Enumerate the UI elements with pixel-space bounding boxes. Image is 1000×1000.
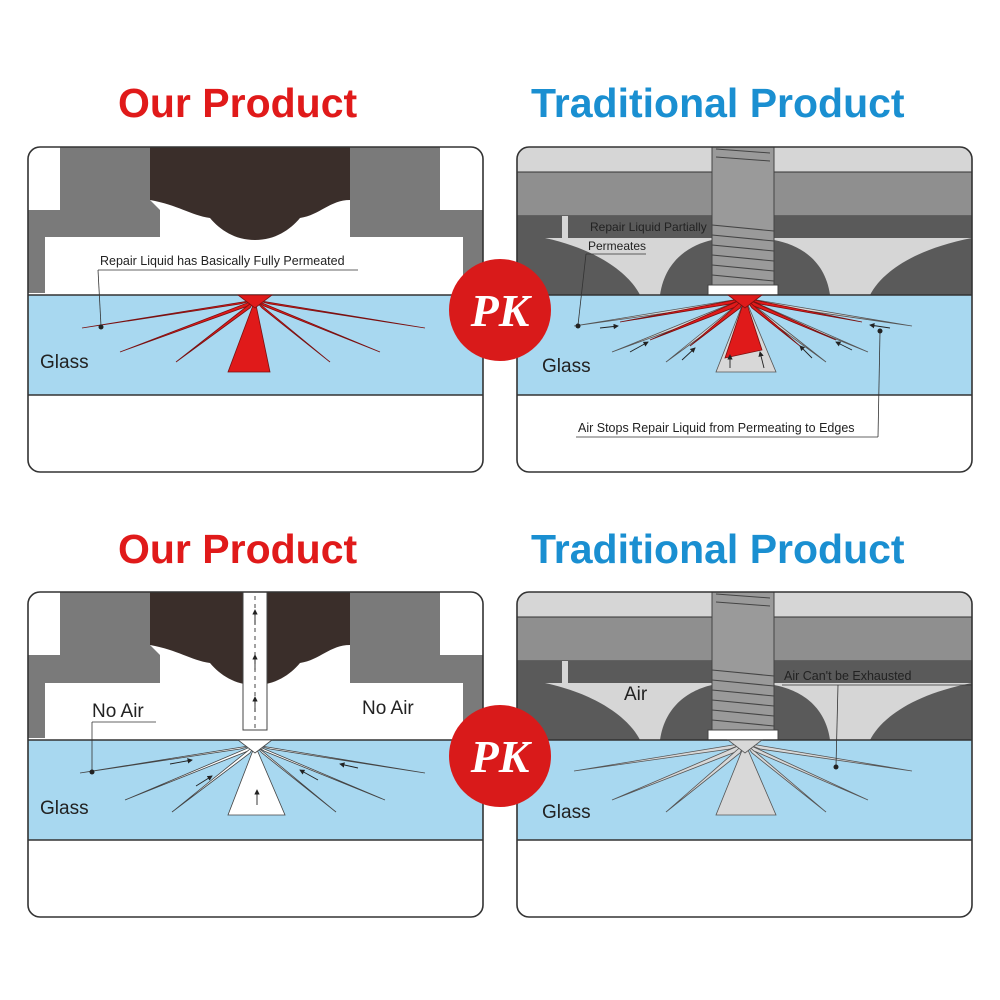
evacuated-cracks (79, 739, 426, 816)
glass-label: Glass (40, 798, 89, 819)
annotation-partially-permeates-2: Permeates (588, 239, 646, 253)
tool-housing (28, 147, 160, 293)
annotation-partially-permeates-1: Repair Liquid Partially (590, 220, 707, 234)
panel-bottom-right: Air Air Can't be Exhausted Glass (516, 591, 973, 918)
partial-repair-liquid (619, 294, 863, 359)
pk-badge-top: PK (449, 259, 551, 361)
annotation-air-stops-liquid: Air Stops Repair Liquid from Permeating … (578, 421, 855, 435)
screw (711, 592, 775, 741)
bottom-left-heading: Our Product (118, 526, 358, 572)
annotation-fully-permeated: Repair Liquid has Basically Fully Permea… (100, 254, 345, 268)
bottom-right-heading: Traditional Product (531, 526, 905, 572)
pk-badge-bottom-text: PK (470, 731, 533, 782)
pk-badge-top-text: PK (470, 285, 533, 336)
air-label: Air (624, 684, 648, 705)
top-left-heading: Our Product (118, 80, 358, 126)
panel-bottom-left: No Air No Air Glass (27, 591, 484, 918)
trapped-air-cracks (573, 739, 913, 816)
repair-liquid-rays (81, 294, 426, 373)
top-right-heading: Traditional Product (531, 80, 905, 126)
tool-nozzle (150, 147, 350, 240)
pk-badge-bottom: PK (449, 705, 551, 807)
screw (711, 147, 775, 296)
panel-top-right: Repair Liquid Partially Permeates Air St… (516, 146, 973, 473)
glass-label: Glass (542, 802, 591, 823)
no-air-right-label: No Air (362, 698, 414, 719)
glass-label: Glass (40, 352, 89, 373)
annotation-air-cant-exhaust: Air Can't be Exhausted (784, 669, 912, 683)
no-air-left-label: No Air (92, 701, 144, 722)
panel-top-left: Repair Liquid has Basically Fully Permea… (27, 146, 484, 473)
glass-label: Glass (542, 356, 591, 377)
